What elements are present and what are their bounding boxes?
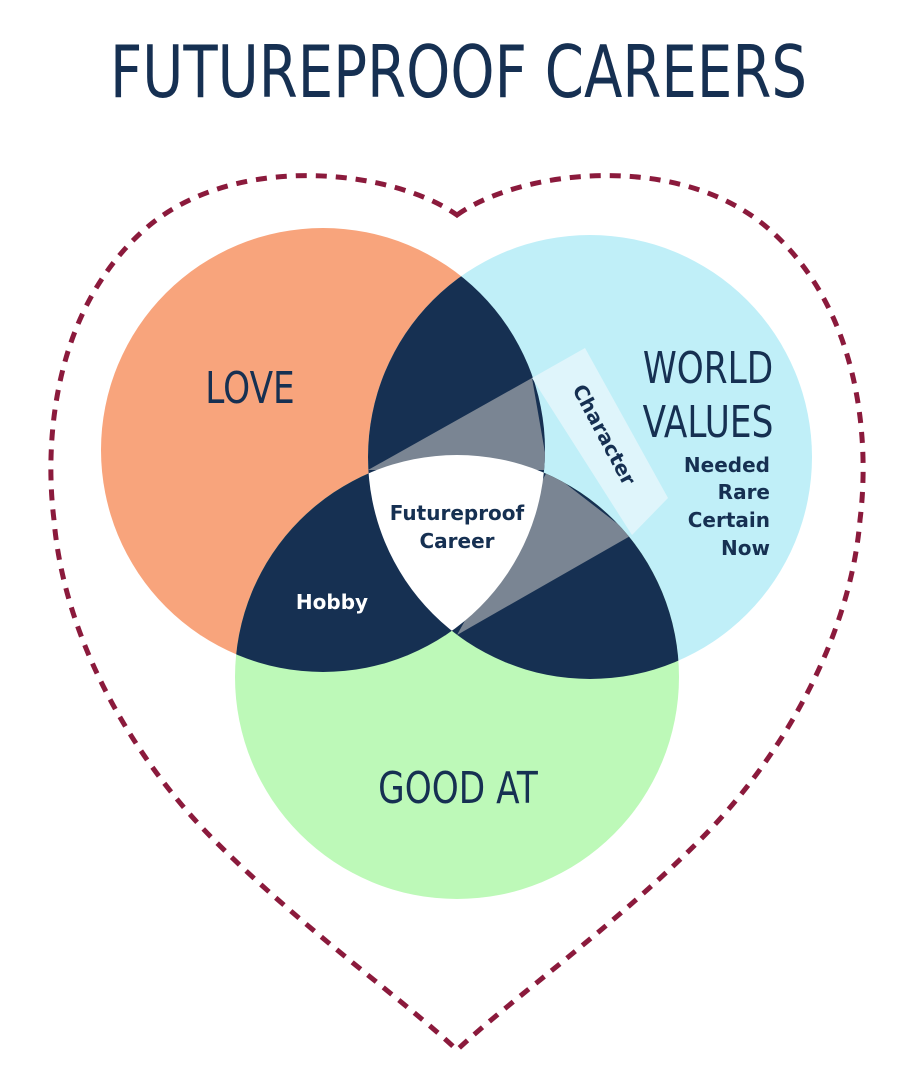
label-love: LOVE xyxy=(205,363,294,414)
label-hobby: Hobby xyxy=(296,590,368,614)
label-good-at: GOOD AT xyxy=(378,763,538,814)
label-world: WORLD xyxy=(643,343,773,394)
intersection-love-goodat xyxy=(235,455,545,672)
criteria-certain: Certain xyxy=(688,508,770,532)
character-wedge-upper xyxy=(368,378,545,470)
criteria-needed: Needed xyxy=(684,453,770,477)
character-band xyxy=(532,348,668,535)
criteria-rare: Rare xyxy=(718,480,770,504)
label-futureproof: Futureproof xyxy=(390,501,525,525)
label-values: VALUES xyxy=(643,397,774,448)
criteria-now: Now xyxy=(721,536,770,560)
label-career: Career xyxy=(419,529,494,553)
character-wedge-lower xyxy=(457,470,632,635)
page-title: FUTUREPROOF CAREERS xyxy=(109,30,808,114)
heart-outline xyxy=(48,173,866,1054)
